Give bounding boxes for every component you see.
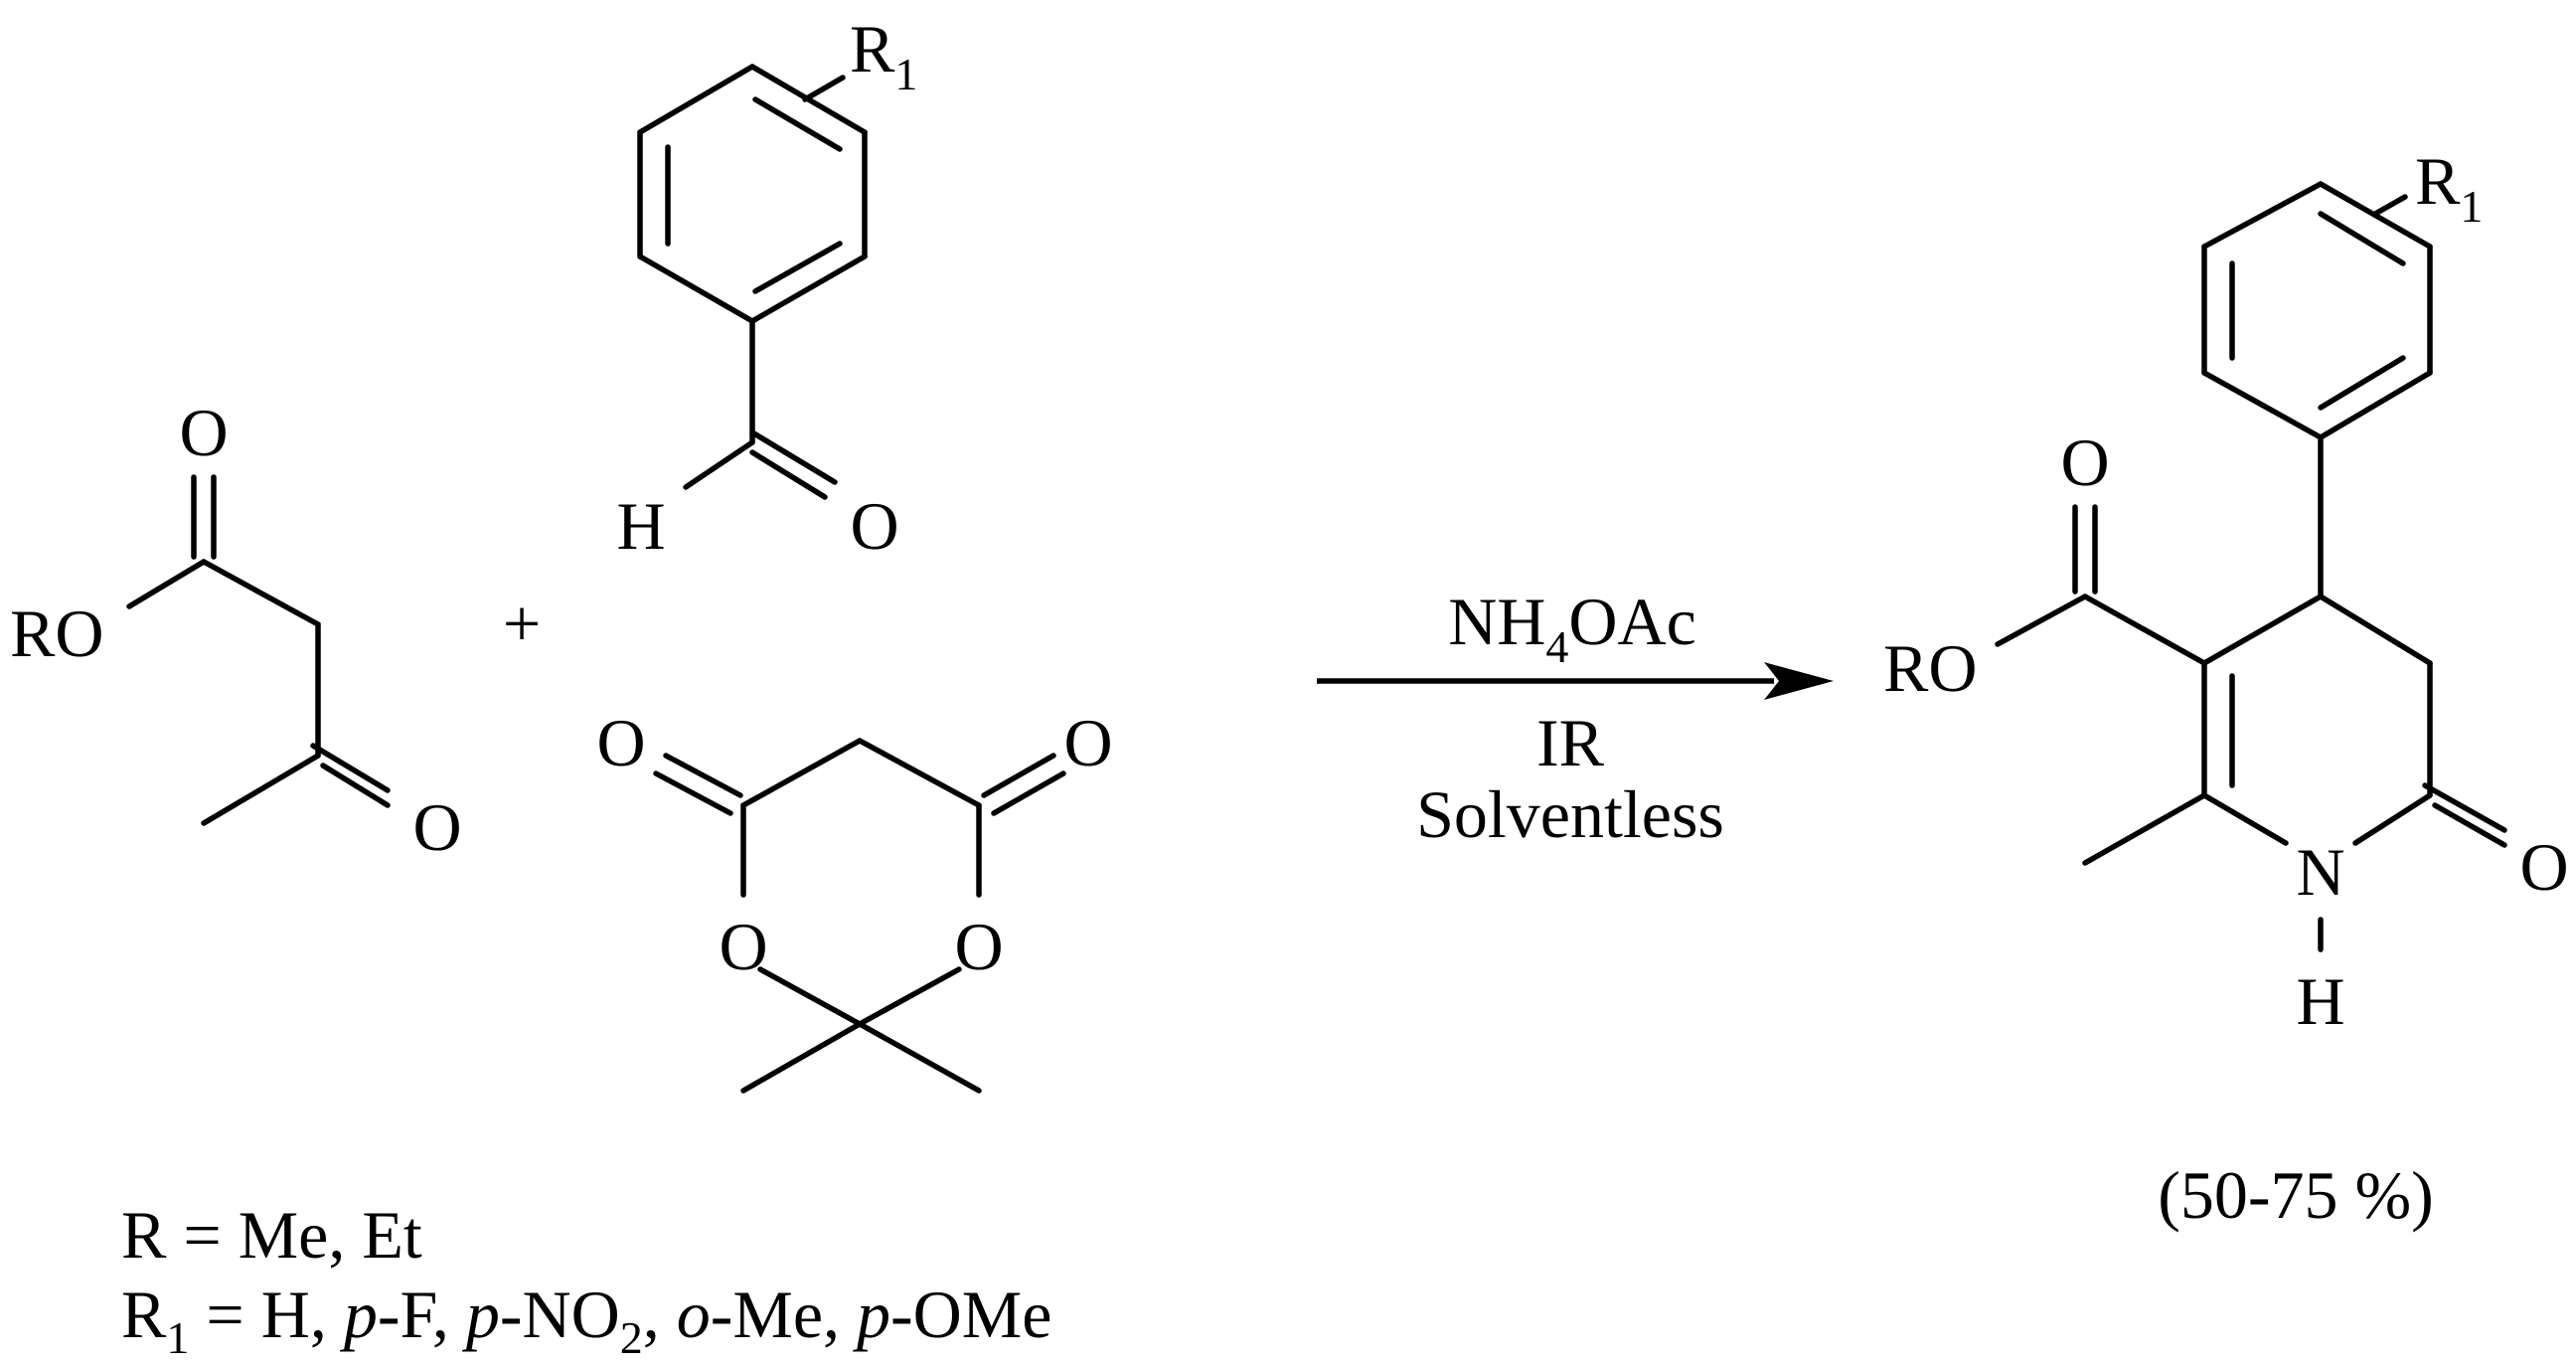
aldehyde-oxygen: O xyxy=(850,488,898,564)
product-nitrogen: N xyxy=(2296,834,2344,910)
meldrum-carbonyl-oxygen-right: O xyxy=(1063,705,1112,780)
condition-solventless: Solventless xyxy=(1416,776,1724,852)
benzaldehyde-r1-label: R1 xyxy=(850,11,917,99)
plus-sign: + xyxy=(503,586,541,661)
product-nh-hydrogen: H xyxy=(2296,963,2344,1039)
meldrum-ring-oxygen-right: O xyxy=(954,909,1003,984)
reagent-label: NH4OAc xyxy=(1448,584,1696,672)
condition-ir: IR xyxy=(1536,705,1605,780)
product-structure: R1 O RO N H O xyxy=(1883,143,2569,1039)
aldehyde-hydrogen: H xyxy=(616,488,665,564)
ketoester-ro-label: RO xyxy=(10,596,103,671)
ketoester-ketone-oxygen: O xyxy=(412,789,461,865)
yield-label: (50-75 %) xyxy=(2158,1157,2434,1233)
product-ro-label: RO xyxy=(1883,630,1977,706)
substituent-r-line: R = Me, Et xyxy=(121,1197,422,1273)
reaction-arrow xyxy=(1317,662,1834,700)
product-r1-label: R1 xyxy=(2415,143,2483,232)
benzaldehyde-structure: R1 H O xyxy=(616,11,917,564)
product-ester-oxygen: O xyxy=(2060,425,2109,500)
ketoester-carbonyl-oxygen: O xyxy=(179,395,228,470)
ketoester-structure: O RO O xyxy=(10,395,462,865)
substituent-r1-line: R1 = H, p-F, p-NO2, o-Me, p-OMe xyxy=(121,1277,1051,1363)
product-lactam-oxygen: O xyxy=(2519,829,2568,905)
meldrums-acid-structure: O O O O xyxy=(596,705,1113,1094)
meldrum-carbonyl-oxygen-left: O xyxy=(596,705,645,780)
meldrum-ring-oxygen-left: O xyxy=(719,909,767,984)
